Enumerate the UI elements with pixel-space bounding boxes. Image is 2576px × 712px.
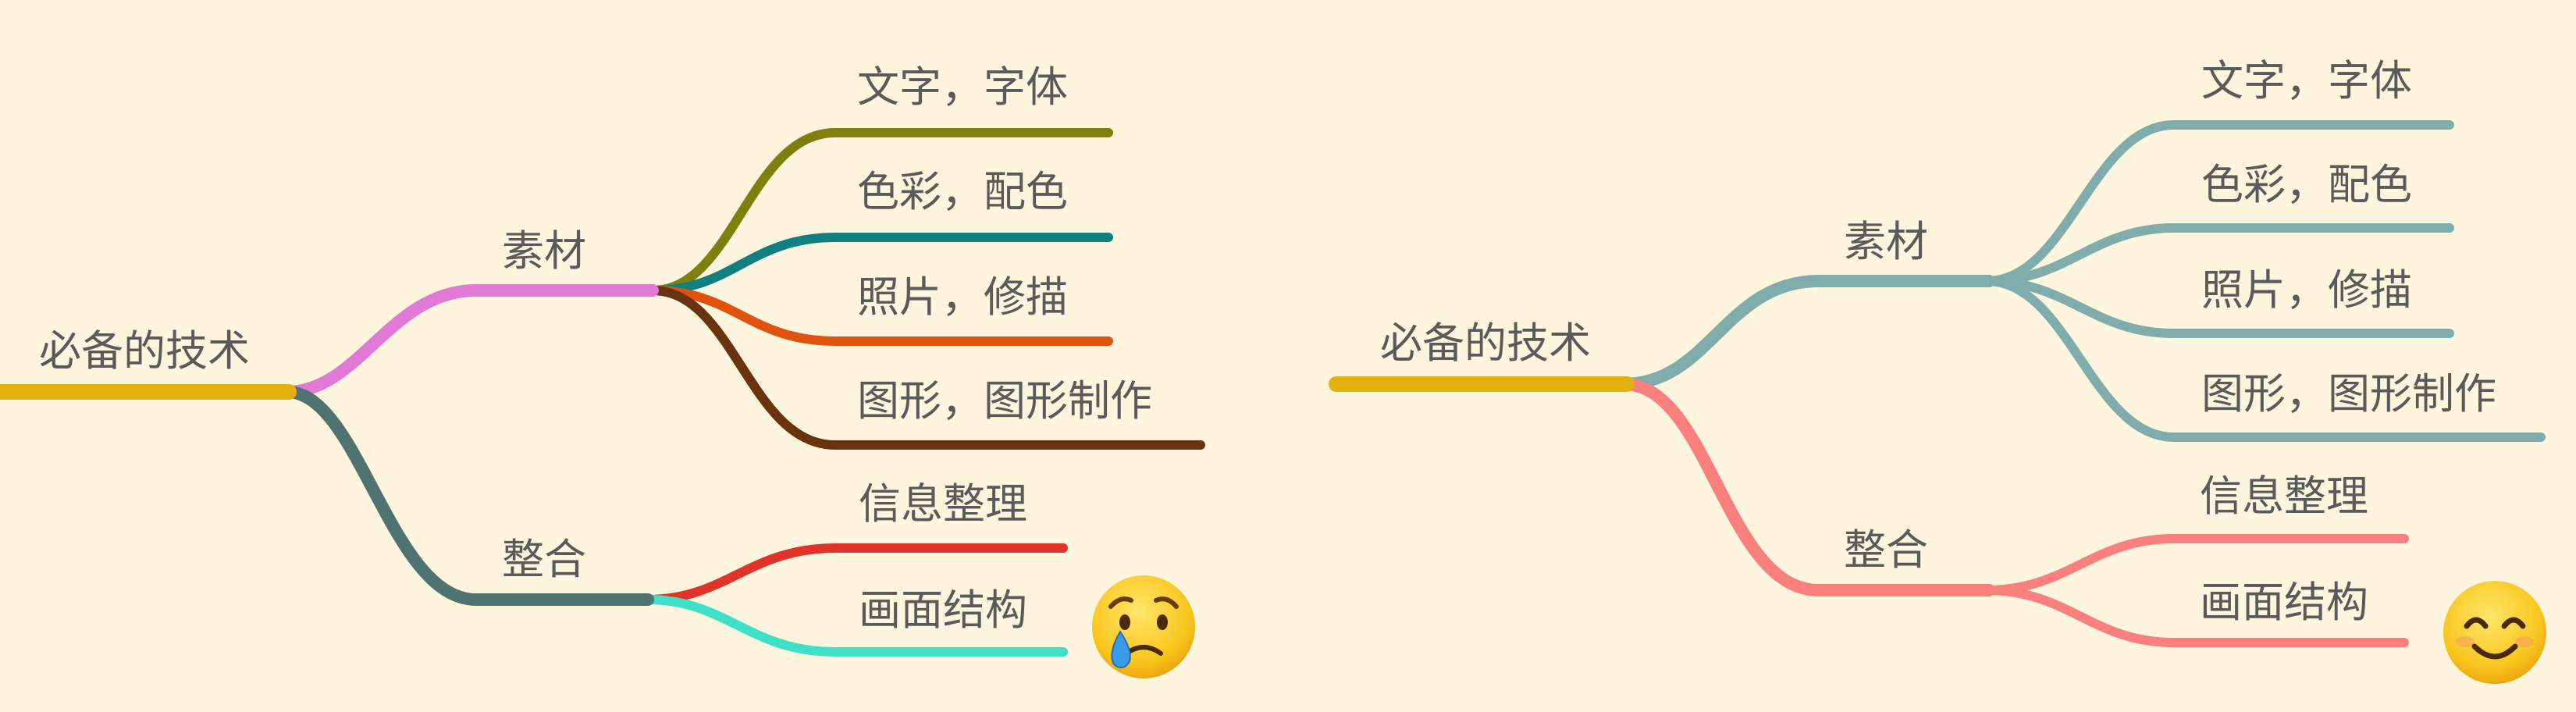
connector-root-to-zhenghe-right (1617, 378, 1825, 596)
leaf-label-1-left: 文字，字体 (857, 62, 1068, 112)
leaf-label-2-left: 色彩，配色 (857, 167, 1068, 216)
connector-zhenghe-to-leaf1-left (643, 543, 840, 604)
connector-root-to-zhenghe-left (281, 386, 482, 606)
smiling-face-icon (2443, 581, 2546, 684)
branch-label-zhenghe-right: 整合 (1844, 525, 1928, 575)
mindmap-right: 必备的技术 素材 整合 文字，字体 色彩，配色 照片，修描 图形，图形制作 信息… (1329, 56, 2546, 684)
leaf-label-4-right: 图形，图形制作 (2201, 369, 2496, 418)
leaf-label-1-right: 文字，字体 (2201, 56, 2412, 105)
connector-zhenghe-to-leaf1-right (1982, 534, 2179, 595)
connector-zhenghe-to-leaf2-left (643, 595, 840, 657)
crying-face-icon (1092, 575, 1195, 678)
root-label-right: 必备的技术 (1380, 319, 1591, 368)
leaf-label-5-left: 信息整理 (859, 479, 1027, 529)
leaf-label-3-left: 照片，修描 (857, 272, 1068, 322)
leaf-label-4-left: 图形，图形制作 (857, 376, 1152, 425)
leaf-label-5-right: 信息整理 (2200, 472, 2368, 521)
connector-sucai-to-leaf4-right (1982, 276, 2179, 442)
connector-sucai-to-leaf2-right (1982, 223, 2179, 286)
branch-label-sucai-right: 素材 (1844, 217, 1928, 266)
connector-root-to-sucai-right (1617, 275, 1825, 390)
connector-sucai-to-leaf1-right (1982, 120, 2179, 286)
connector-root-to-sucai-left (281, 284, 482, 398)
connector-sucai-to-leaf1-left (648, 128, 840, 295)
leaf-label-2-right: 色彩，配色 (2201, 160, 2412, 209)
connector-zhenghe-to-leaf2-right (1982, 586, 2179, 647)
connector-sucai-to-leaf4-left (648, 286, 840, 450)
leaf-label-6-right: 画面结构 (2200, 578, 2368, 627)
leaf-label-3-right: 照片，修描 (2201, 265, 2412, 315)
mindmap-left: 必备的技术 素材 整合 文字，字体 色彩，配色 照片，修描 图形，图形制作 信息… (0, 62, 1205, 678)
root-label-left: 必备的技术 (39, 326, 250, 376)
branch-label-zhenghe-left: 整合 (502, 535, 586, 584)
branch-label-sucai-left: 素材 (502, 226, 586, 276)
leaf-label-6-left: 画面结构 (859, 586, 1027, 635)
